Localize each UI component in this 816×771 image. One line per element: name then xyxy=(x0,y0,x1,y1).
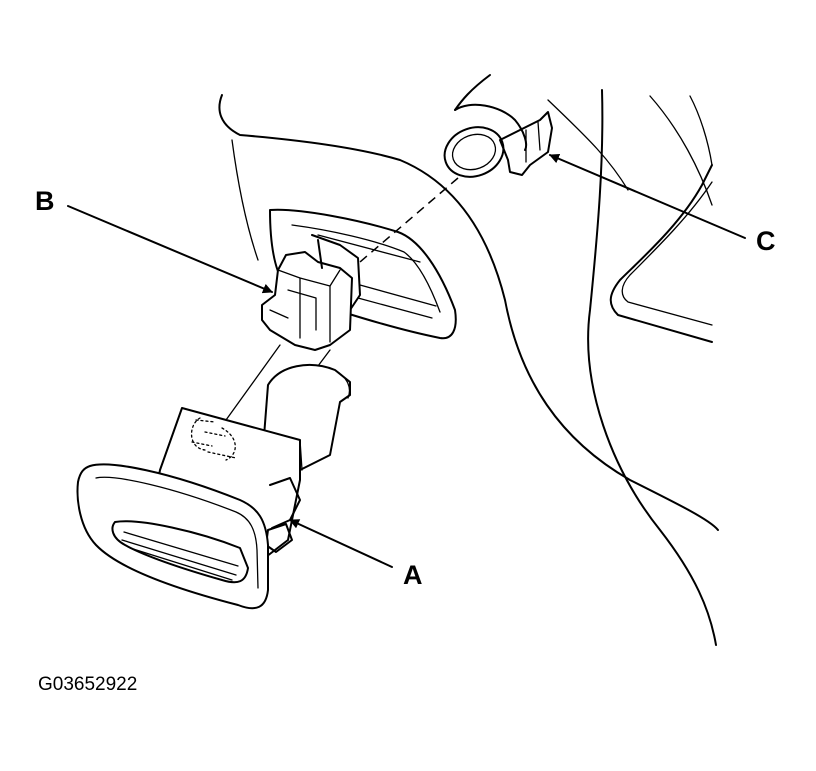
outlet-bezel xyxy=(76,463,269,610)
leader-arrow-a xyxy=(289,519,393,568)
leader-arrow-c xyxy=(549,153,746,239)
callout-b: B xyxy=(35,186,55,216)
guide-line xyxy=(225,344,281,421)
ring-c xyxy=(443,103,553,178)
leader-arrow-b xyxy=(67,205,273,294)
socket-b xyxy=(261,234,361,351)
alignment-line xyxy=(359,177,459,263)
figure-id: G03652922 xyxy=(38,674,137,695)
dashboard-panel xyxy=(218,74,719,646)
callout-a: A xyxy=(403,560,423,590)
callout-c: C xyxy=(756,226,776,256)
